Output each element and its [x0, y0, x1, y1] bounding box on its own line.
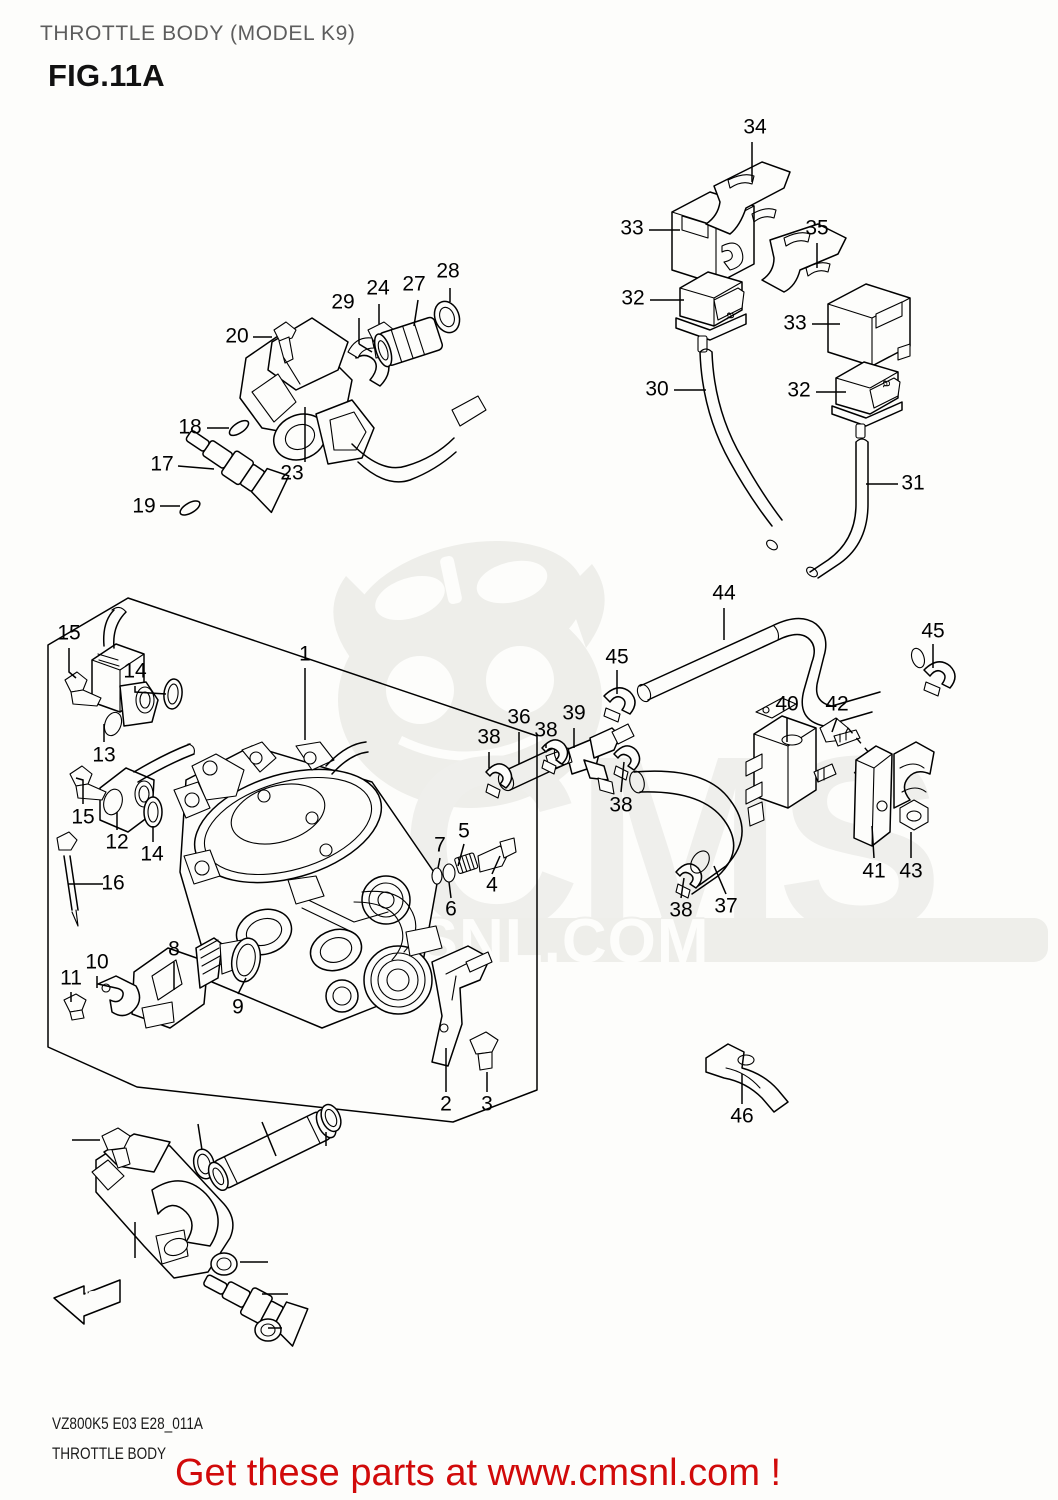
callout-number: 45	[605, 646, 628, 669]
callout-number: 38	[534, 719, 557, 742]
part-13-sensor	[91, 606, 159, 737]
callout-number: 46	[730, 1105, 753, 1128]
callout-number: 32	[621, 287, 644, 310]
bracket-35	[761, 223, 847, 293]
callout-number: 38	[609, 794, 632, 817]
callout-number: 3	[481, 1093, 493, 1116]
clamp-38-b	[541, 739, 569, 775]
part-2-bracket	[431, 945, 493, 1067]
part-group-vacuum-hoses	[485, 608, 956, 899]
part-41-bracket	[853, 745, 893, 847]
part-group-relays: a a	[649, 142, 911, 579]
callout-number: 33	[620, 217, 643, 240]
callout-number: 20	[225, 325, 248, 348]
clamp-38-d	[675, 863, 703, 899]
callout-number: 17	[150, 453, 173, 476]
page-subtitle: THROTTLE BODY (MODEL K9)	[40, 22, 356, 45]
footer-part-code: VZ800K5 E03 E28_011A	[52, 1414, 203, 1433]
callout-number: 14	[123, 660, 147, 683]
callout-number: 40	[775, 693, 798, 716]
callout-number: 13	[92, 744, 115, 767]
callout-number: 19	[132, 495, 155, 518]
sensor-32-upper: a	[675, 271, 747, 353]
callout-number: 36	[507, 706, 530, 729]
footer-promo-text: Get these parts at www.cmsnl.com !	[175, 1452, 782, 1494]
callout-number: 41	[862, 860, 885, 883]
callout-number: 39	[562, 702, 585, 725]
fwd-label: FWD	[66, 1287, 100, 1308]
svg-text:a: a	[724, 312, 739, 320]
callout-number: 38	[477, 726, 500, 749]
callout-number: 30	[645, 378, 668, 401]
callout-number: 4	[486, 874, 498, 897]
callout-number: 32	[787, 379, 810, 402]
clamp-38-a	[485, 763, 513, 799]
callout-number: 10	[85, 951, 108, 974]
callout-number: 2	[440, 1093, 452, 1116]
callout-number: 12	[105, 831, 128, 854]
callout-number: 29	[331, 291, 354, 314]
relay-33-lower	[827, 283, 911, 367]
callout-number: 44	[712, 582, 736, 605]
bracket-34	[705, 161, 791, 235]
clamp-38-c	[613, 745, 641, 781]
callout-number: 37	[714, 895, 737, 918]
callout-number: 38	[669, 899, 692, 922]
callout-number: 28	[436, 260, 459, 283]
callout-number: 6	[445, 898, 457, 921]
callout-number: 23	[280, 462, 303, 485]
callout-number: 11	[60, 967, 82, 990]
callout-number: 35	[805, 217, 828, 240]
callout-number: 1	[299, 643, 311, 666]
part-group-fuel-rail-rear	[72, 1103, 342, 1347]
figure-title: FIG.11A	[48, 58, 165, 93]
callout-number: 5	[458, 820, 470, 843]
sensor-32-lower: a	[831, 361, 903, 439]
part-group-fuel-rail-front	[160, 288, 487, 516]
callout-number: 34	[743, 116, 767, 139]
throttle-body-assembly	[56, 606, 517, 1092]
part-40-solenoid	[745, 697, 837, 827]
callout-number: 18	[178, 416, 201, 439]
callout-number: 8	[168, 938, 180, 961]
callout-number: 15	[71, 806, 94, 829]
group-box-outline	[47, 597, 538, 1123]
callout-number: 14	[140, 843, 164, 866]
callout-number: 31	[901, 472, 924, 495]
callout-number: 27	[402, 273, 425, 296]
callout-number: 24	[366, 277, 390, 300]
callout-number: 42	[825, 693, 848, 716]
callout-number: 7	[434, 834, 446, 857]
callout-number: 45	[921, 620, 944, 643]
callout-number: 9	[232, 996, 244, 1019]
callout-number: 33	[783, 312, 806, 335]
callout-number: 43	[899, 860, 922, 883]
part-46-bracket	[705, 1043, 789, 1113]
footer-assembly-name: THROTTLE BODY	[52, 1444, 167, 1463]
fwd-direction-marker: FWD	[53, 1279, 121, 1325]
svg-text:a: a	[880, 380, 895, 388]
callout-number: 16	[101, 872, 124, 895]
callout-number: 15	[57, 622, 80, 645]
